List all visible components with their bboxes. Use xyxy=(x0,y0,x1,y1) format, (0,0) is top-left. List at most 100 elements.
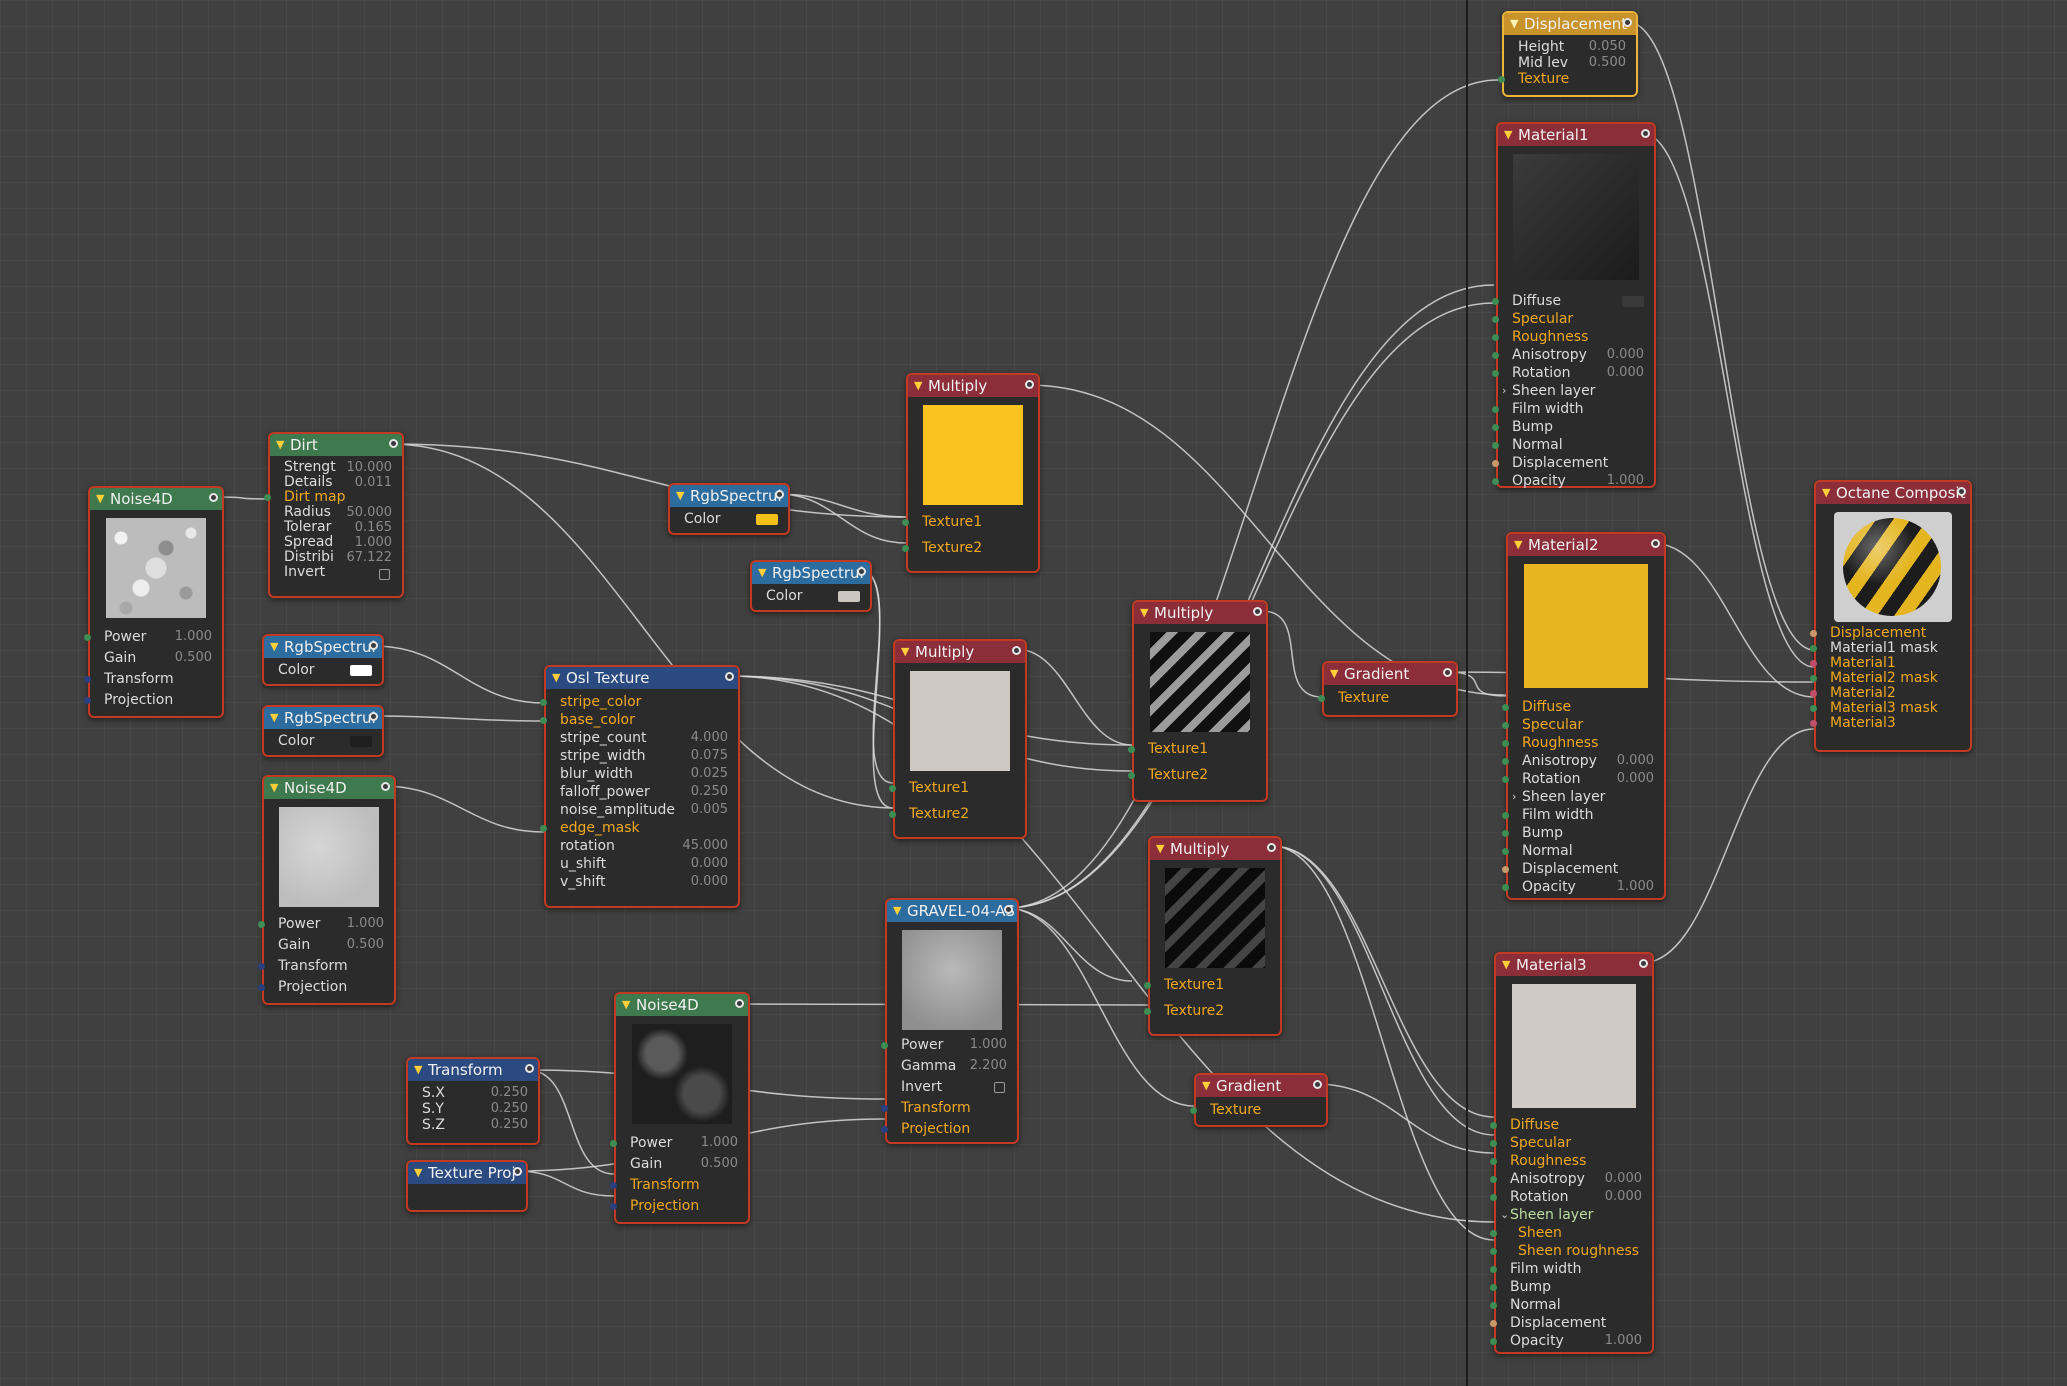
node-header[interactable]: ▼Texture Proj xyxy=(408,1162,526,1184)
param-texture2[interactable]: Texture2 xyxy=(1144,1002,1280,1020)
collapse-triangle-icon[interactable]: ▼ xyxy=(552,671,561,684)
input-socket[interactable] xyxy=(1492,334,1499,341)
param-roughness[interactable]: Roughness xyxy=(1502,734,1664,752)
input-socket[interactable] xyxy=(540,699,547,706)
param-color[interactable]: Color xyxy=(264,661,382,679)
param-invert[interactable]: Invert xyxy=(887,1078,1017,1096)
input-socket[interactable] xyxy=(258,984,265,991)
param-edge-mask[interactable]: edge_mask xyxy=(540,819,738,837)
input-socket[interactable] xyxy=(1502,722,1509,729)
param-sheen-roughness[interactable]: Sheen roughness xyxy=(1490,1242,1652,1260)
param-texture1[interactable]: Texture1 xyxy=(1128,740,1266,758)
node-header[interactable]: ▼Multiply xyxy=(895,641,1025,663)
input-socket[interactable] xyxy=(1490,1338,1497,1345)
node-multiply-top[interactable]: ▼Multiply Texture1 Texture2 xyxy=(902,373,1040,573)
input-socket[interactable] xyxy=(1490,1266,1497,1273)
param-stripe-color[interactable]: stripe_color xyxy=(540,693,738,711)
param-bump[interactable]: Bump xyxy=(1492,418,1654,436)
node-header[interactable]: ▼RgbSpectrui xyxy=(264,636,382,658)
param-texture1[interactable]: Texture1 xyxy=(889,779,1025,797)
param-roughness[interactable]: Roughness xyxy=(1490,1152,1652,1170)
param-texture2[interactable]: Texture2 xyxy=(889,805,1025,823)
node-header[interactable]: ▼Multiply xyxy=(1150,838,1280,860)
param-film-width[interactable]: Film width xyxy=(1490,1260,1652,1278)
param-film-width[interactable]: Film width xyxy=(1492,400,1654,418)
chevron-down-icon[interactable]: ⌄ xyxy=(1500,1208,1510,1221)
param-sheen-layer[interactable]: ⌄Sheen layer xyxy=(1500,1207,1594,1223)
output-socket[interactable] xyxy=(209,493,218,502)
input-socket[interactable] xyxy=(881,1105,888,1112)
input-socket[interactable] xyxy=(1502,740,1509,747)
input-socket[interactable] xyxy=(84,697,91,704)
collapse-triangle-icon[interactable]: ▼ xyxy=(1504,128,1513,141)
input-socket[interactable] xyxy=(889,785,896,792)
node-header[interactable]: ▼Multiply xyxy=(1134,602,1266,624)
input-socket[interactable] xyxy=(1498,76,1505,83)
input-socket[interactable] xyxy=(1810,630,1817,637)
node-header[interactable]: ▼Material1 xyxy=(1498,124,1654,146)
input-socket[interactable] xyxy=(1502,848,1509,855)
input-socket[interactable] xyxy=(1492,406,1499,413)
input-socket[interactable] xyxy=(1190,1107,1197,1114)
param-texture2[interactable]: Texture2 xyxy=(902,539,1038,557)
collapse-triangle-icon[interactable]: ▼ xyxy=(758,566,767,579)
node-gradient-2[interactable]: ▼Gradient Texture xyxy=(1190,1073,1328,1127)
collapse-triangle-icon[interactable]: ▼ xyxy=(676,489,685,502)
node-header[interactable]: ▼Displacement xyxy=(1504,13,1636,35)
input-socket[interactable] xyxy=(258,963,265,970)
node-header[interactable]: ▼Material2 xyxy=(1508,534,1664,556)
input-socket[interactable] xyxy=(1810,660,1817,667)
invert-checkbox[interactable] xyxy=(379,569,390,580)
input-socket[interactable] xyxy=(1490,1248,1497,1255)
input-socket[interactable] xyxy=(1502,704,1509,711)
output-socket[interactable] xyxy=(389,439,398,448)
output-socket[interactable] xyxy=(1957,487,1966,496)
node-header[interactable]: ▼Noise4D xyxy=(616,994,748,1016)
input-socket[interactable] xyxy=(1502,884,1509,891)
collapse-triangle-icon[interactable]: ▼ xyxy=(276,438,285,451)
input-socket[interactable] xyxy=(1502,776,1509,783)
collapse-triangle-icon[interactable]: ▼ xyxy=(1502,958,1511,971)
output-socket[interactable] xyxy=(1313,1080,1322,1089)
param-bump[interactable]: Bump xyxy=(1502,824,1664,842)
input-socket[interactable] xyxy=(902,519,909,526)
output-socket[interactable] xyxy=(1651,539,1660,548)
node-header[interactable]: ▼Octane Composit xyxy=(1816,482,1970,504)
input-socket[interactable] xyxy=(1492,316,1499,323)
param-projection[interactable]: Projection xyxy=(258,978,394,996)
param-sheen-layer[interactable]: ›Sheen layer xyxy=(1502,383,1596,399)
input-socket[interactable] xyxy=(1502,812,1509,819)
output-socket[interactable] xyxy=(1623,18,1632,27)
param-displacement[interactable]: Displacement xyxy=(1502,860,1664,878)
input-socket[interactable] xyxy=(1492,478,1499,485)
node-rgbspectrum-4[interactable]: ▼RgbSpectrui Color xyxy=(750,560,872,612)
param-texture1[interactable]: Texture1 xyxy=(1144,976,1280,994)
param-base-color[interactable]: base_color xyxy=(540,711,738,729)
input-socket[interactable] xyxy=(610,1140,617,1147)
output-socket[interactable] xyxy=(1025,380,1034,389)
param-roughness[interactable]: Roughness xyxy=(1492,328,1654,346)
param-transform[interactable]: Transform xyxy=(610,1176,748,1194)
input-socket[interactable] xyxy=(1492,460,1499,467)
input-socket[interactable] xyxy=(1502,866,1509,873)
